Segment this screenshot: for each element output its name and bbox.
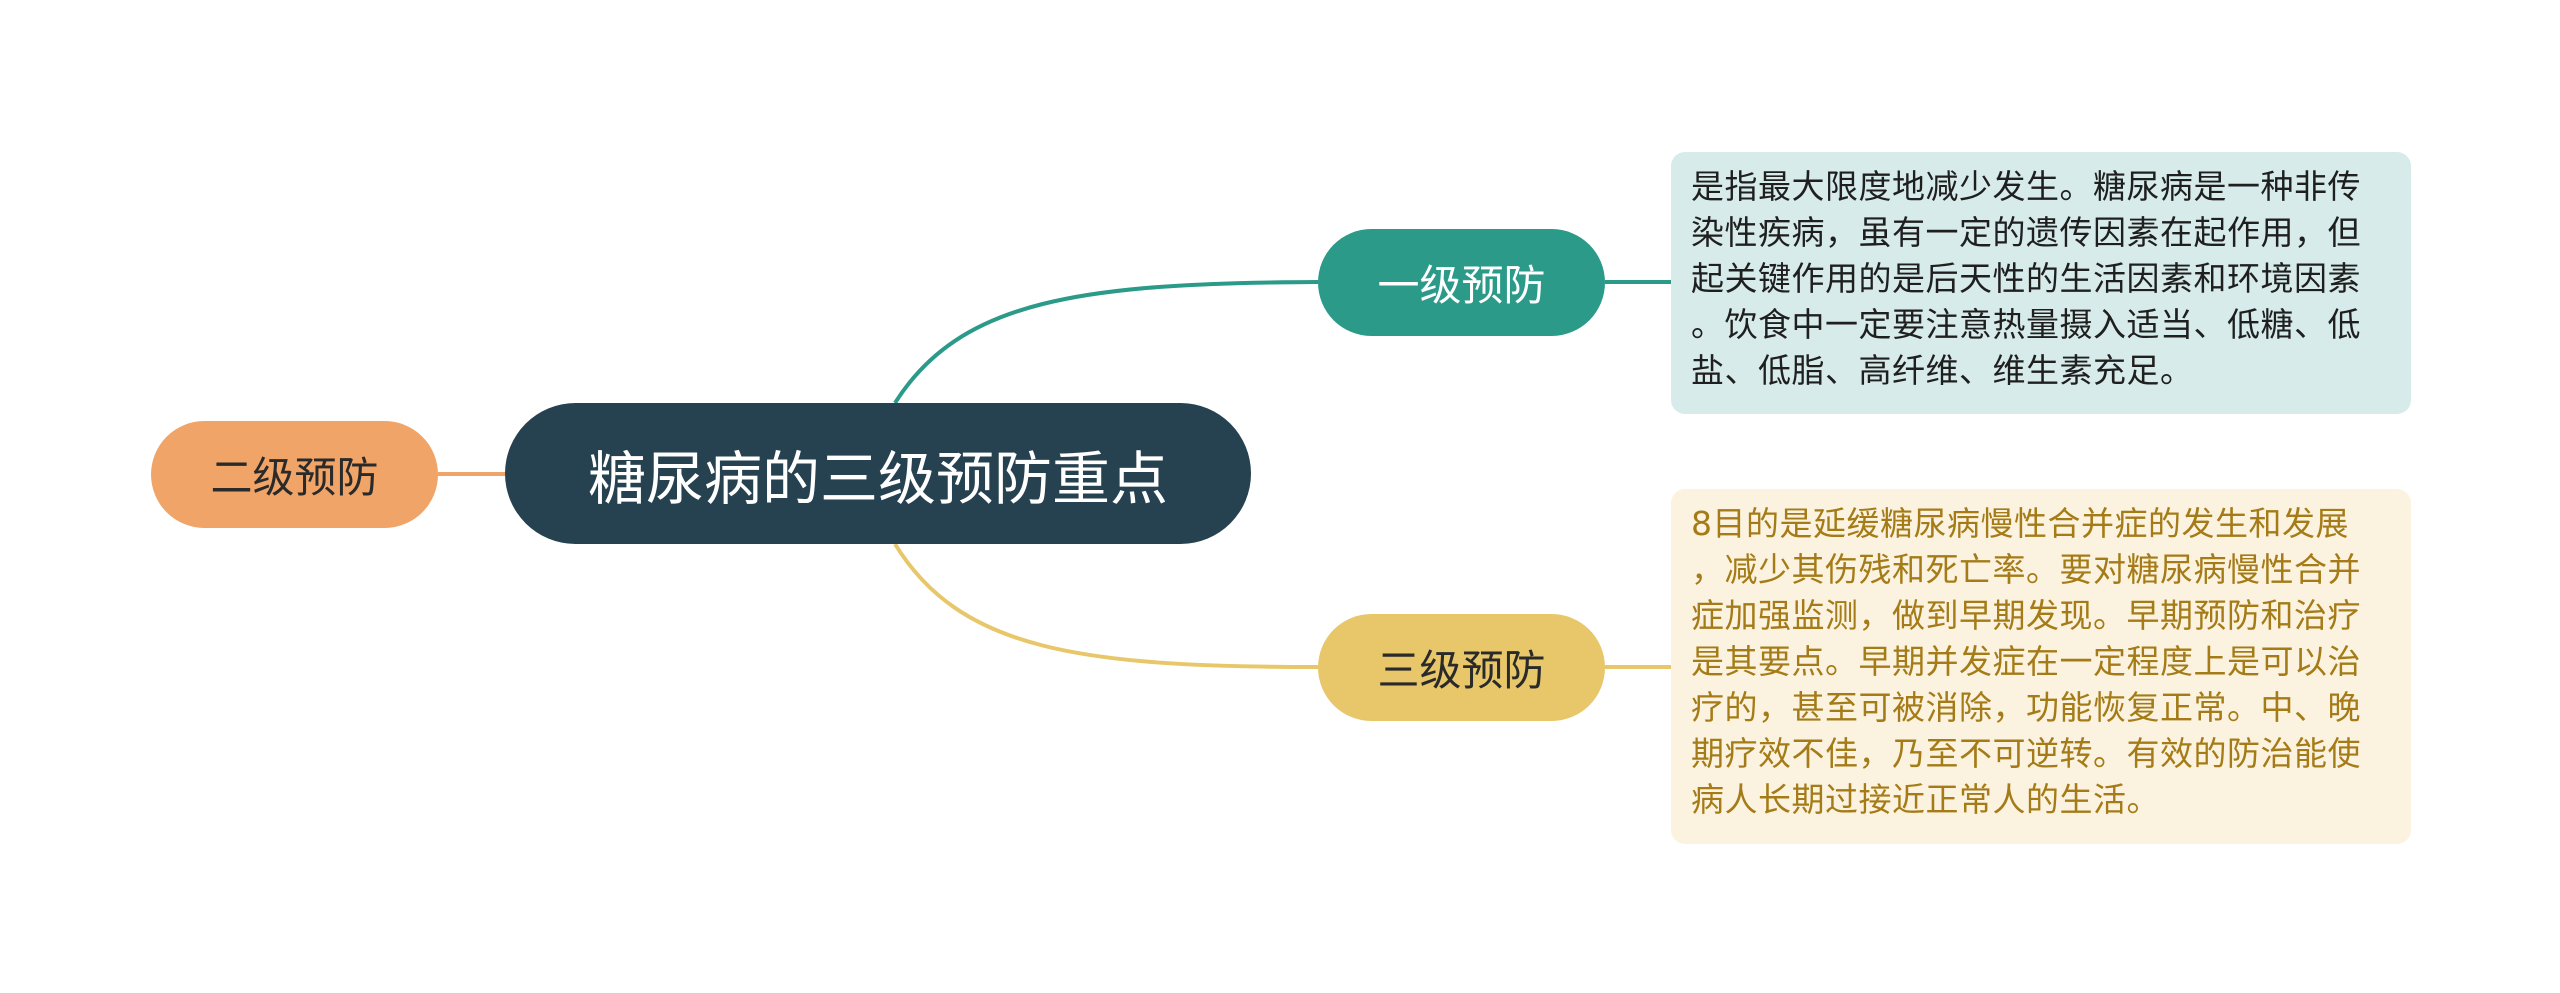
- description-line: 8目的是延缓糖尿病慢性合并症的发生和发展: [1691, 504, 2349, 543]
- branch-level3-prevention[interactable]: 三级预防: [1318, 614, 1605, 721]
- description-line: 染性疾病，虽有一定的遗传因素在起作用，但: [1691, 213, 2361, 252]
- description-line: 起关键作用的是后天性的生活因素和环境因素: [1691, 259, 2361, 298]
- connector-center-to-level3: [893, 542, 1319, 669]
- description-line: 疗的，甚至可被消除，功能恢复正常。中、晚: [1691, 688, 2361, 727]
- description-line: 期疗效不佳，乃至不可逆转。有效的防治能使: [1691, 734, 2361, 773]
- description-line: 盐、低脂、高纤维、维生素充足。: [1691, 351, 2194, 390]
- branch-level2-prevention[interactable]: 二级预防: [151, 421, 438, 528]
- description-line: 。饮食中一定要注意热量摄入适当、低糖、低: [1691, 305, 2361, 344]
- connector-center-to-level1: [893, 280, 1319, 405]
- level1-description-box[interactable]: 是指最大限度地减少发生。糖尿病是一种非传 染性疾病，虽有一定的遗传因素在起作用，…: [1671, 152, 2411, 414]
- description-line: ，减少其伤残和死亡率。要对糖尿病慢性合并: [1691, 550, 2361, 589]
- description-line: 症加强监测，做到早期发现。早期预防和治疗: [1691, 596, 2361, 635]
- central-topic[interactable]: 糖尿病的三级预防重点: [505, 403, 1251, 544]
- level3-description-box[interactable]: 8目的是延缓糖尿病慢性合并症的发生和发展 ，减少其伤残和死亡率。要对糖尿病慢性合…: [1671, 489, 2411, 844]
- branch-level1-prevention[interactable]: 一级预防: [1318, 229, 1605, 336]
- description-line: 病人长期过接近正常人的生活。: [1691, 780, 2160, 819]
- description-line: 是其要点。早期并发症在一定程度上是可以治: [1691, 642, 2361, 681]
- description-line: 是指最大限度地减少发生。糖尿病是一种非传: [1691, 167, 2361, 206]
